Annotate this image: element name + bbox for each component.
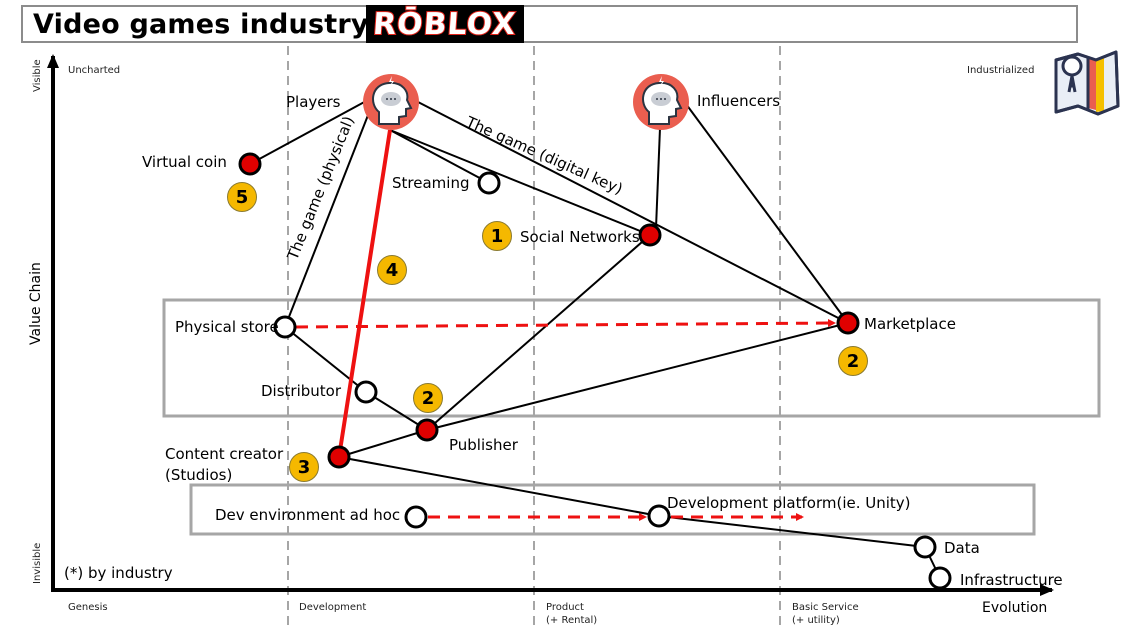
map-compass-icon (1054, 50, 1120, 116)
node-social-networks[interactable] (638, 223, 662, 247)
badge-1: 1 (482, 221, 512, 251)
players-user-icon[interactable] (363, 74, 419, 130)
edge-influencers-socialnetworks (655, 127, 661, 229)
label-virtual-coin: Virtual coin (142, 153, 227, 171)
label-players: Players (286, 93, 341, 111)
label-infrastructure: Infrastructure (960, 571, 1063, 589)
edge-players-virtualcoin (249, 99, 369, 165)
label-content-creator: Content creator(Studios) (165, 445, 284, 484)
y-axis-bottom-label: Invisible (32, 542, 43, 584)
page-title: Video games industry (33, 9, 369, 40)
node-physical-store[interactable] (273, 315, 297, 339)
node-marketplace[interactable] (836, 311, 860, 335)
edge-publisher-marketplace (426, 322, 849, 431)
label-influencers: Influencers (697, 92, 781, 110)
node-streaming[interactable] (477, 171, 501, 195)
title-box: Video games industry RŌBLOX (21, 5, 1078, 43)
node-distributor[interactable] (354, 380, 378, 404)
badge-4: 4 (377, 255, 407, 285)
influencers-user-icon[interactable] (633, 74, 689, 130)
label-distributor: Distributor (261, 382, 342, 400)
label-physical-store: Physical store (175, 318, 279, 336)
node-data[interactable] (913, 535, 937, 559)
stage-basic-service: Basic Service(+ utility) (792, 602, 859, 626)
node-dev-platform[interactable] (647, 504, 671, 528)
badge-3: 3 (289, 452, 319, 482)
roblox-logo: RŌBLOX (366, 5, 524, 43)
stage-genesis: Genesis (68, 602, 108, 613)
uncharted-label: Uncharted (68, 65, 121, 76)
edge-distributor-publisher (365, 391, 428, 431)
label-dev-platform: Development platform(ie. Unity) (667, 494, 911, 512)
stage-development: Development (299, 602, 367, 613)
edge-influencers-marketplace (685, 103, 849, 324)
distribution-group-box (162, 298, 1101, 418)
edge-devplatform-data (658, 515, 926, 548)
node-content-creator[interactable] (327, 445, 351, 469)
industrialized-label: Industrialized (967, 65, 1035, 76)
badge-2-marketplace: 2 (838, 346, 868, 376)
edge-creator-devplatform (338, 456, 660, 517)
label-publisher: Publisher (449, 436, 518, 454)
footnote: (*) by industry (64, 564, 173, 582)
badge-2-publisher: 2 (413, 383, 443, 413)
label-social-networks: Social Networks (520, 228, 640, 246)
edge-players-marketplace (417, 101, 849, 324)
x-axis-label: Evolution (982, 600, 1048, 616)
edge-players-streaming (389, 129, 490, 184)
label-dev-environment: Dev environment ad hoc (215, 506, 401, 524)
label-marketplace: Marketplace (864, 315, 956, 333)
edge-publisher-socialnetworks (426, 234, 651, 431)
y-axis-top-label: Visible (32, 59, 43, 92)
node-infrastructure[interactable] (928, 566, 952, 590)
node-dev-environment[interactable] (404, 505, 428, 529)
label-data: Data (944, 539, 980, 557)
development-group-box (189, 483, 1036, 536)
node-publisher[interactable] (415, 418, 439, 442)
edge-players-physicalstore (284, 104, 373, 328)
label-streaming: Streaming (392, 174, 470, 192)
edge-players-socialnetworks (389, 129, 651, 236)
badge-5: 5 (227, 182, 257, 212)
y-axis-label: Value Chain (28, 262, 44, 345)
edge-players-creator (337, 129, 392, 458)
edge-creator-publisher (338, 429, 428, 458)
node-virtual-coin[interactable] (238, 152, 262, 176)
stage-product: Product(+ Rental) (546, 602, 598, 626)
evolution-arrow-store-marketplace (295, 319, 836, 329)
